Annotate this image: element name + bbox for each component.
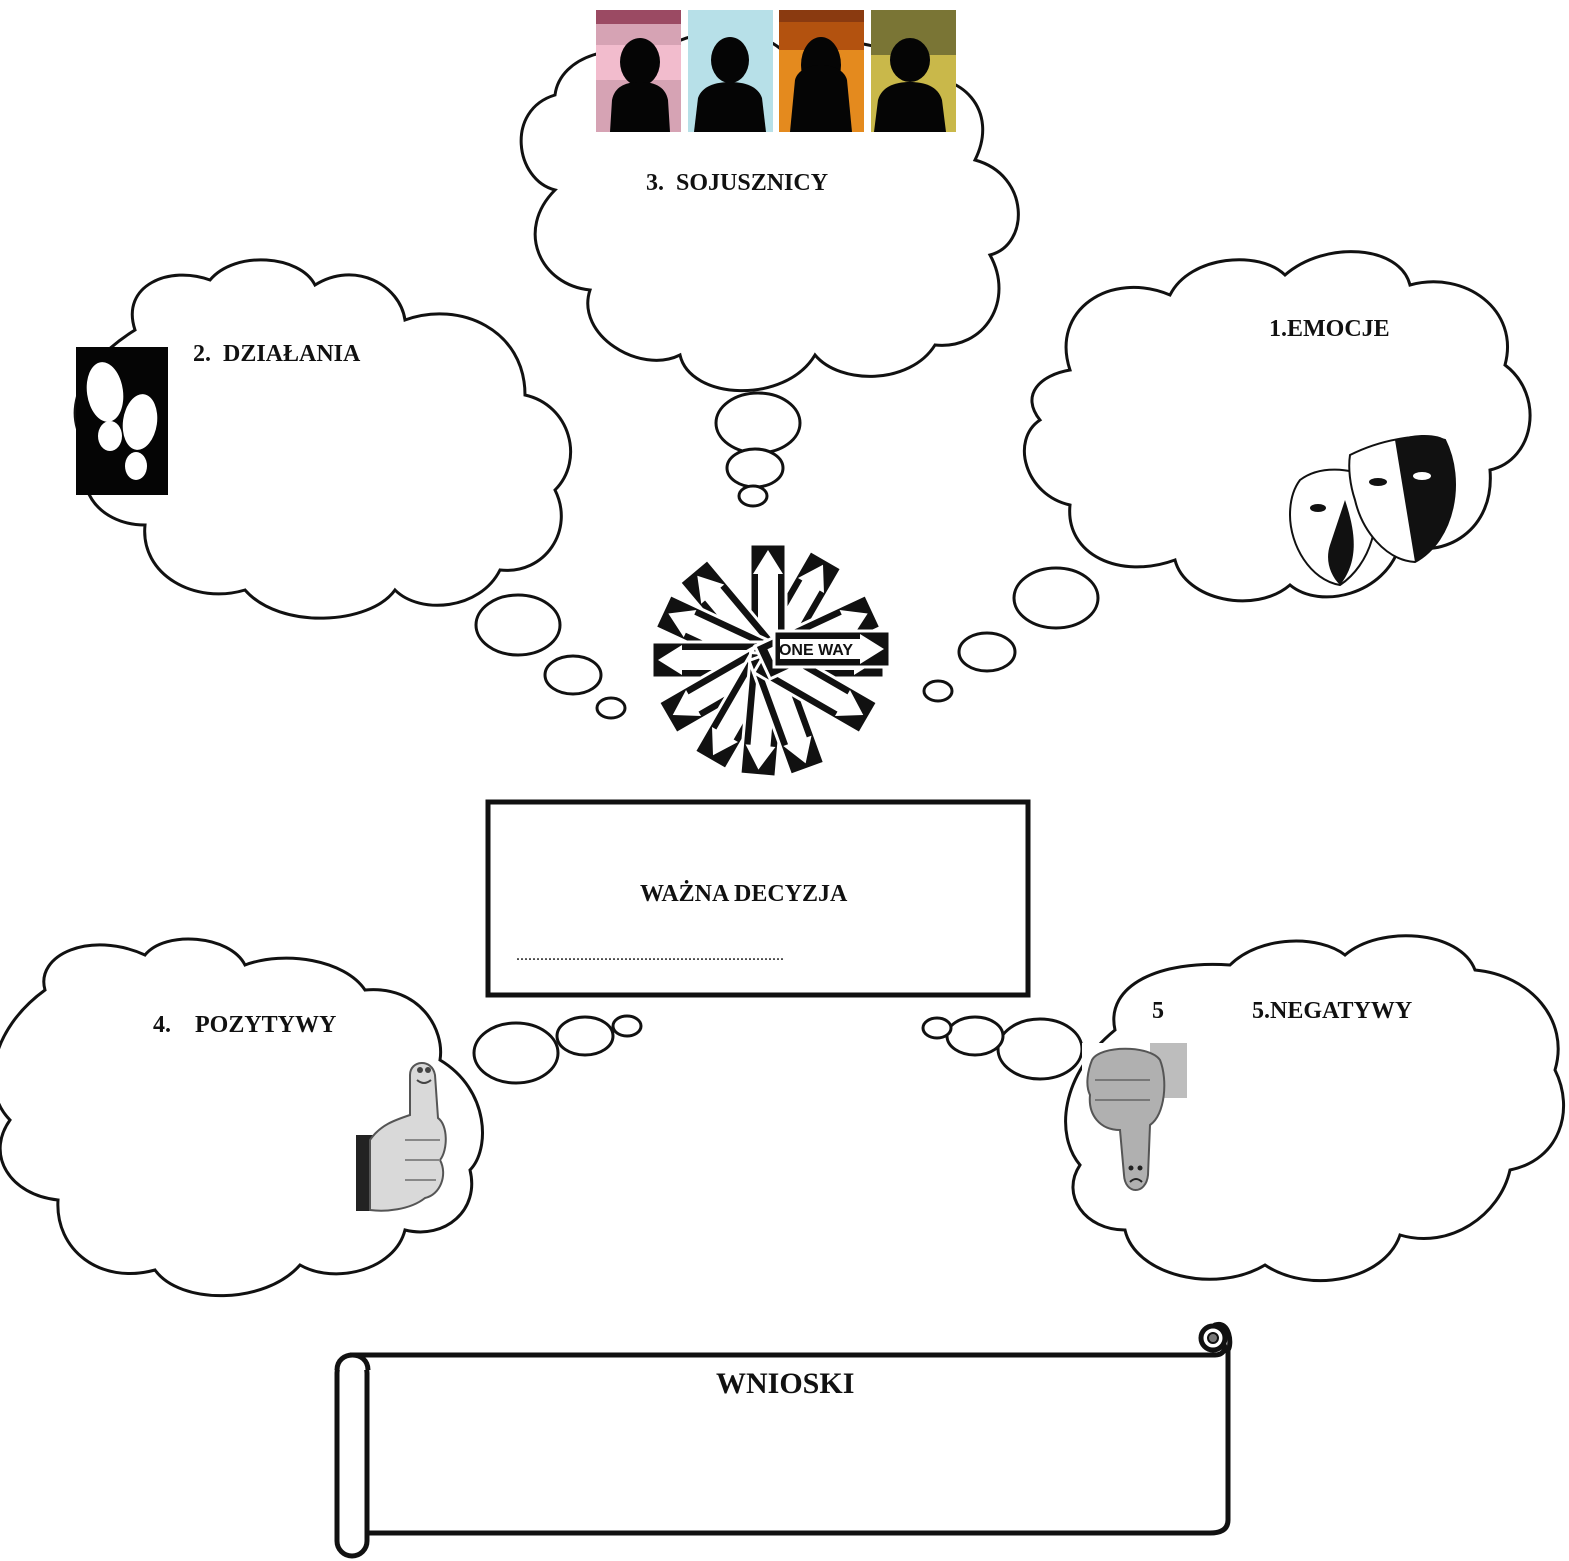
conclusions-scroll bbox=[334, 1321, 1233, 1559]
footprints-icon bbox=[76, 347, 168, 495]
label-negatywy: 5.NEGATYWY bbox=[1252, 998, 1413, 1024]
cloud-negatywy bbox=[921, 934, 1566, 1283]
label-pozytywy: 4. POZYTYWY bbox=[153, 1012, 337, 1038]
decision-dots[interactable]: ........................................… bbox=[516, 947, 784, 964]
label-sojusznicy: 3. SOJUSZNICY bbox=[646, 170, 829, 196]
one-way-signs-icon: ONE WAY bbox=[650, 542, 892, 779]
cloud-dzialania bbox=[73, 258, 627, 720]
decision-box bbox=[485, 799, 1031, 998]
label-emocje: 1.EMOCJE bbox=[1269, 316, 1390, 342]
one-way-label: ONE WAY bbox=[779, 642, 853, 659]
decision-title: WAŻNA DECYZJA bbox=[640, 881, 848, 907]
people-silhouettes-icon bbox=[596, 10, 956, 132]
thumbs-down-icon bbox=[1082, 1043, 1187, 1193]
theatre-masks-icon bbox=[1288, 435, 1456, 587]
conclusions-title: WNIOSKI bbox=[716, 1367, 855, 1400]
thumbs-up-icon bbox=[356, 1062, 447, 1212]
label-negatywy-number: 5 bbox=[1152, 998, 1164, 1024]
label-dzialania: 2. DZIAŁANIA bbox=[193, 341, 361, 367]
